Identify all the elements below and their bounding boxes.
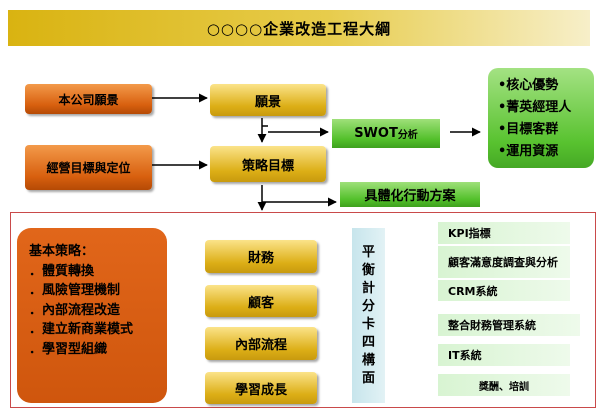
perspective-customer: 顧客 bbox=[205, 285, 317, 317]
vision-box: 願景 bbox=[210, 84, 326, 116]
core-item: •菁英經理人 bbox=[498, 100, 572, 115]
outcome-crm: CRM系統 bbox=[438, 280, 570, 301]
outcome-customer-satisfaction: 顧客滿意度調查與分析 bbox=[438, 246, 570, 278]
outcome-rewards-training: 獎酬、培訓 bbox=[438, 374, 570, 396]
balanced-scorecard-label: 平 衡 計 分 卡 四 構 面 bbox=[352, 228, 385, 403]
perspective-finance: 財務 bbox=[205, 240, 317, 273]
bsc-char: 平 bbox=[361, 244, 375, 260]
page-title: ○○○○企業改造工程大綱 bbox=[8, 10, 590, 46]
strategy-item: ．體質轉換 bbox=[29, 263, 95, 279]
bsc-char: 面 bbox=[361, 370, 375, 386]
swot-label-bold: SWOT bbox=[354, 126, 398, 141]
basic-strategy-heading: 基本策略： bbox=[29, 244, 95, 259]
strategy-item: ．內部流程改造 bbox=[29, 302, 121, 318]
strategy-goal-box: 策略目標 bbox=[210, 146, 326, 182]
basic-strategy-box: 基本策略： ．體質轉換 ．風險管理機制 ．內部流程改造 ．建立新商業模式 ．學習… bbox=[17, 228, 167, 403]
action-plan-box: 具體化行動方案 bbox=[340, 182, 480, 207]
perspective-learning-growth: 學習成長 bbox=[205, 372, 317, 404]
strategy-item: ．建立新商業模式 bbox=[29, 322, 134, 337]
outcome-kpi: KPI指標 bbox=[438, 222, 570, 244]
bsc-char: 計 bbox=[361, 280, 375, 296]
bsc-char: 衡 bbox=[361, 262, 375, 278]
perspective-internal-process: 內部流程 bbox=[205, 327, 317, 360]
outcome-it-system: IT系統 bbox=[438, 344, 570, 366]
bsc-char: 構 bbox=[361, 352, 375, 368]
bsc-char: 分 bbox=[361, 298, 375, 314]
core-resources-box: •核心優勢 •菁英經理人 •目標客群 •運用資源 bbox=[488, 68, 594, 168]
swot-label-rest: 分析 bbox=[397, 130, 418, 141]
core-item: •核心優勢 bbox=[498, 78, 559, 93]
strategy-item: ．風險管理機制 bbox=[29, 283, 121, 298]
bsc-char: 卡 bbox=[361, 316, 375, 332]
core-item: •目標客群 bbox=[498, 122, 559, 137]
outcome-financial-system: 整合財務管理系統 bbox=[438, 314, 580, 336]
company-vision-box: 本公司願景 bbox=[25, 84, 152, 114]
bsc-char: 四 bbox=[361, 334, 375, 350]
strategy-item: ．學習型組織 bbox=[29, 341, 108, 357]
business-goals-box: 經營目標與定位 bbox=[25, 145, 152, 190]
core-item: •運用資源 bbox=[498, 144, 559, 159]
